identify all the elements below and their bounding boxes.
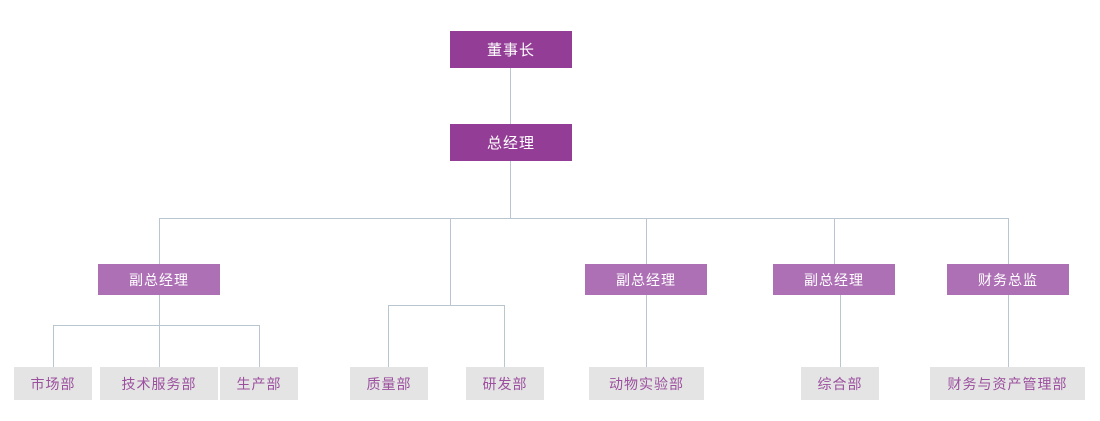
connector-main-bus — [159, 218, 1009, 219]
connector-bus-drop-quality-group — [450, 218, 451, 305]
node-deputy-general-manager-2[interactable]: 副总经理 — [585, 264, 707, 295]
connector-to-tech-service — [159, 325, 160, 367]
connector-gm-to-bus — [510, 161, 511, 218]
node-dept-general-affairs[interactable]: 综合部 — [801, 367, 879, 400]
connector-deputy-1-bar — [53, 325, 259, 326]
connector-to-quality — [388, 305, 389, 367]
connector-chairman-to-gm — [510, 68, 511, 125]
connector-quality-group-bar — [388, 305, 505, 306]
node-deputy-general-manager-3[interactable]: 副总经理 — [773, 264, 895, 295]
connector-finance-director-to-dept — [1008, 295, 1009, 367]
connector-deputy-2-to-animal-lab — [646, 295, 647, 367]
node-chairman[interactable]: 董事长 — [450, 31, 572, 68]
node-deputy-general-manager-1[interactable]: 副总经理 — [98, 264, 220, 295]
connector-deputy-3-to-general-affairs — [840, 295, 841, 367]
node-dept-marketing[interactable]: 市场部 — [14, 367, 92, 400]
node-dept-production[interactable]: 生产部 — [220, 367, 298, 400]
connector-bus-drop-deputy-1 — [159, 218, 160, 264]
node-finance-director[interactable]: 财务总监 — [947, 264, 1069, 295]
connector-bus-drop-deputy-3 — [834, 218, 835, 264]
connector-to-production — [259, 325, 260, 367]
connector-to-rnd — [504, 305, 505, 367]
node-dept-quality[interactable]: 质量部 — [350, 367, 428, 400]
node-general-manager[interactable]: 总经理 — [450, 124, 572, 161]
node-dept-animal-lab[interactable]: 动物实验部 — [589, 367, 704, 400]
connector-to-marketing — [53, 325, 54, 367]
node-dept-finance-asset[interactable]: 财务与资产管理部 — [930, 367, 1085, 400]
node-dept-tech-service[interactable]: 技术服务部 — [100, 367, 218, 400]
connector-bus-drop-finance-director — [1008, 218, 1009, 264]
connector-deputy-1-stem — [159, 295, 160, 325]
node-dept-rnd[interactable]: 研发部 — [466, 367, 544, 400]
connector-bus-drop-deputy-2 — [646, 218, 647, 264]
